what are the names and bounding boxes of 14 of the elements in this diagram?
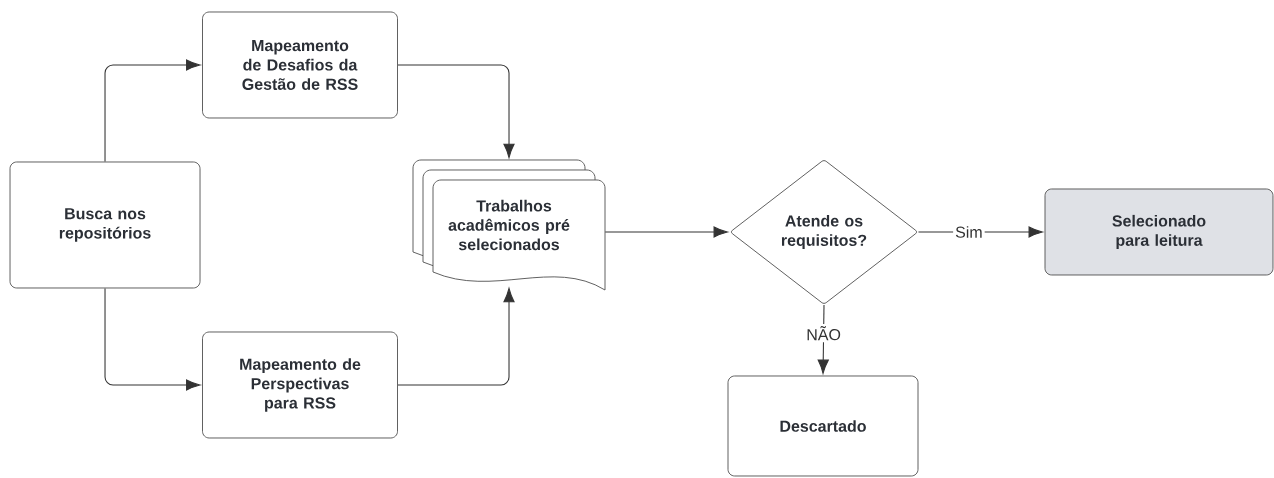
document-stack: Trabalhos acadêmicos pré selecionados [412, 159, 606, 291]
process-box: Mapeamento de Perspectivas para RSS [202, 331, 398, 439]
arrow [397, 64, 515, 159]
arrow [604, 226, 728, 238]
process-box: Descartado [727, 375, 919, 477]
arrow [104, 287, 201, 391]
arrow [104, 59, 201, 163]
process-box: Mapeamento de Desafios da Gestão de RSS [202, 11, 398, 119]
edge-label: Sim [953, 224, 985, 240]
process-box: Busca nos repositórios [9, 161, 201, 289]
process-box: Selecionado para leitura [1044, 188, 1274, 276]
arrow [817, 304, 829, 374]
edge-label: NÃO [804, 324, 843, 343]
arrow [397, 287, 515, 386]
